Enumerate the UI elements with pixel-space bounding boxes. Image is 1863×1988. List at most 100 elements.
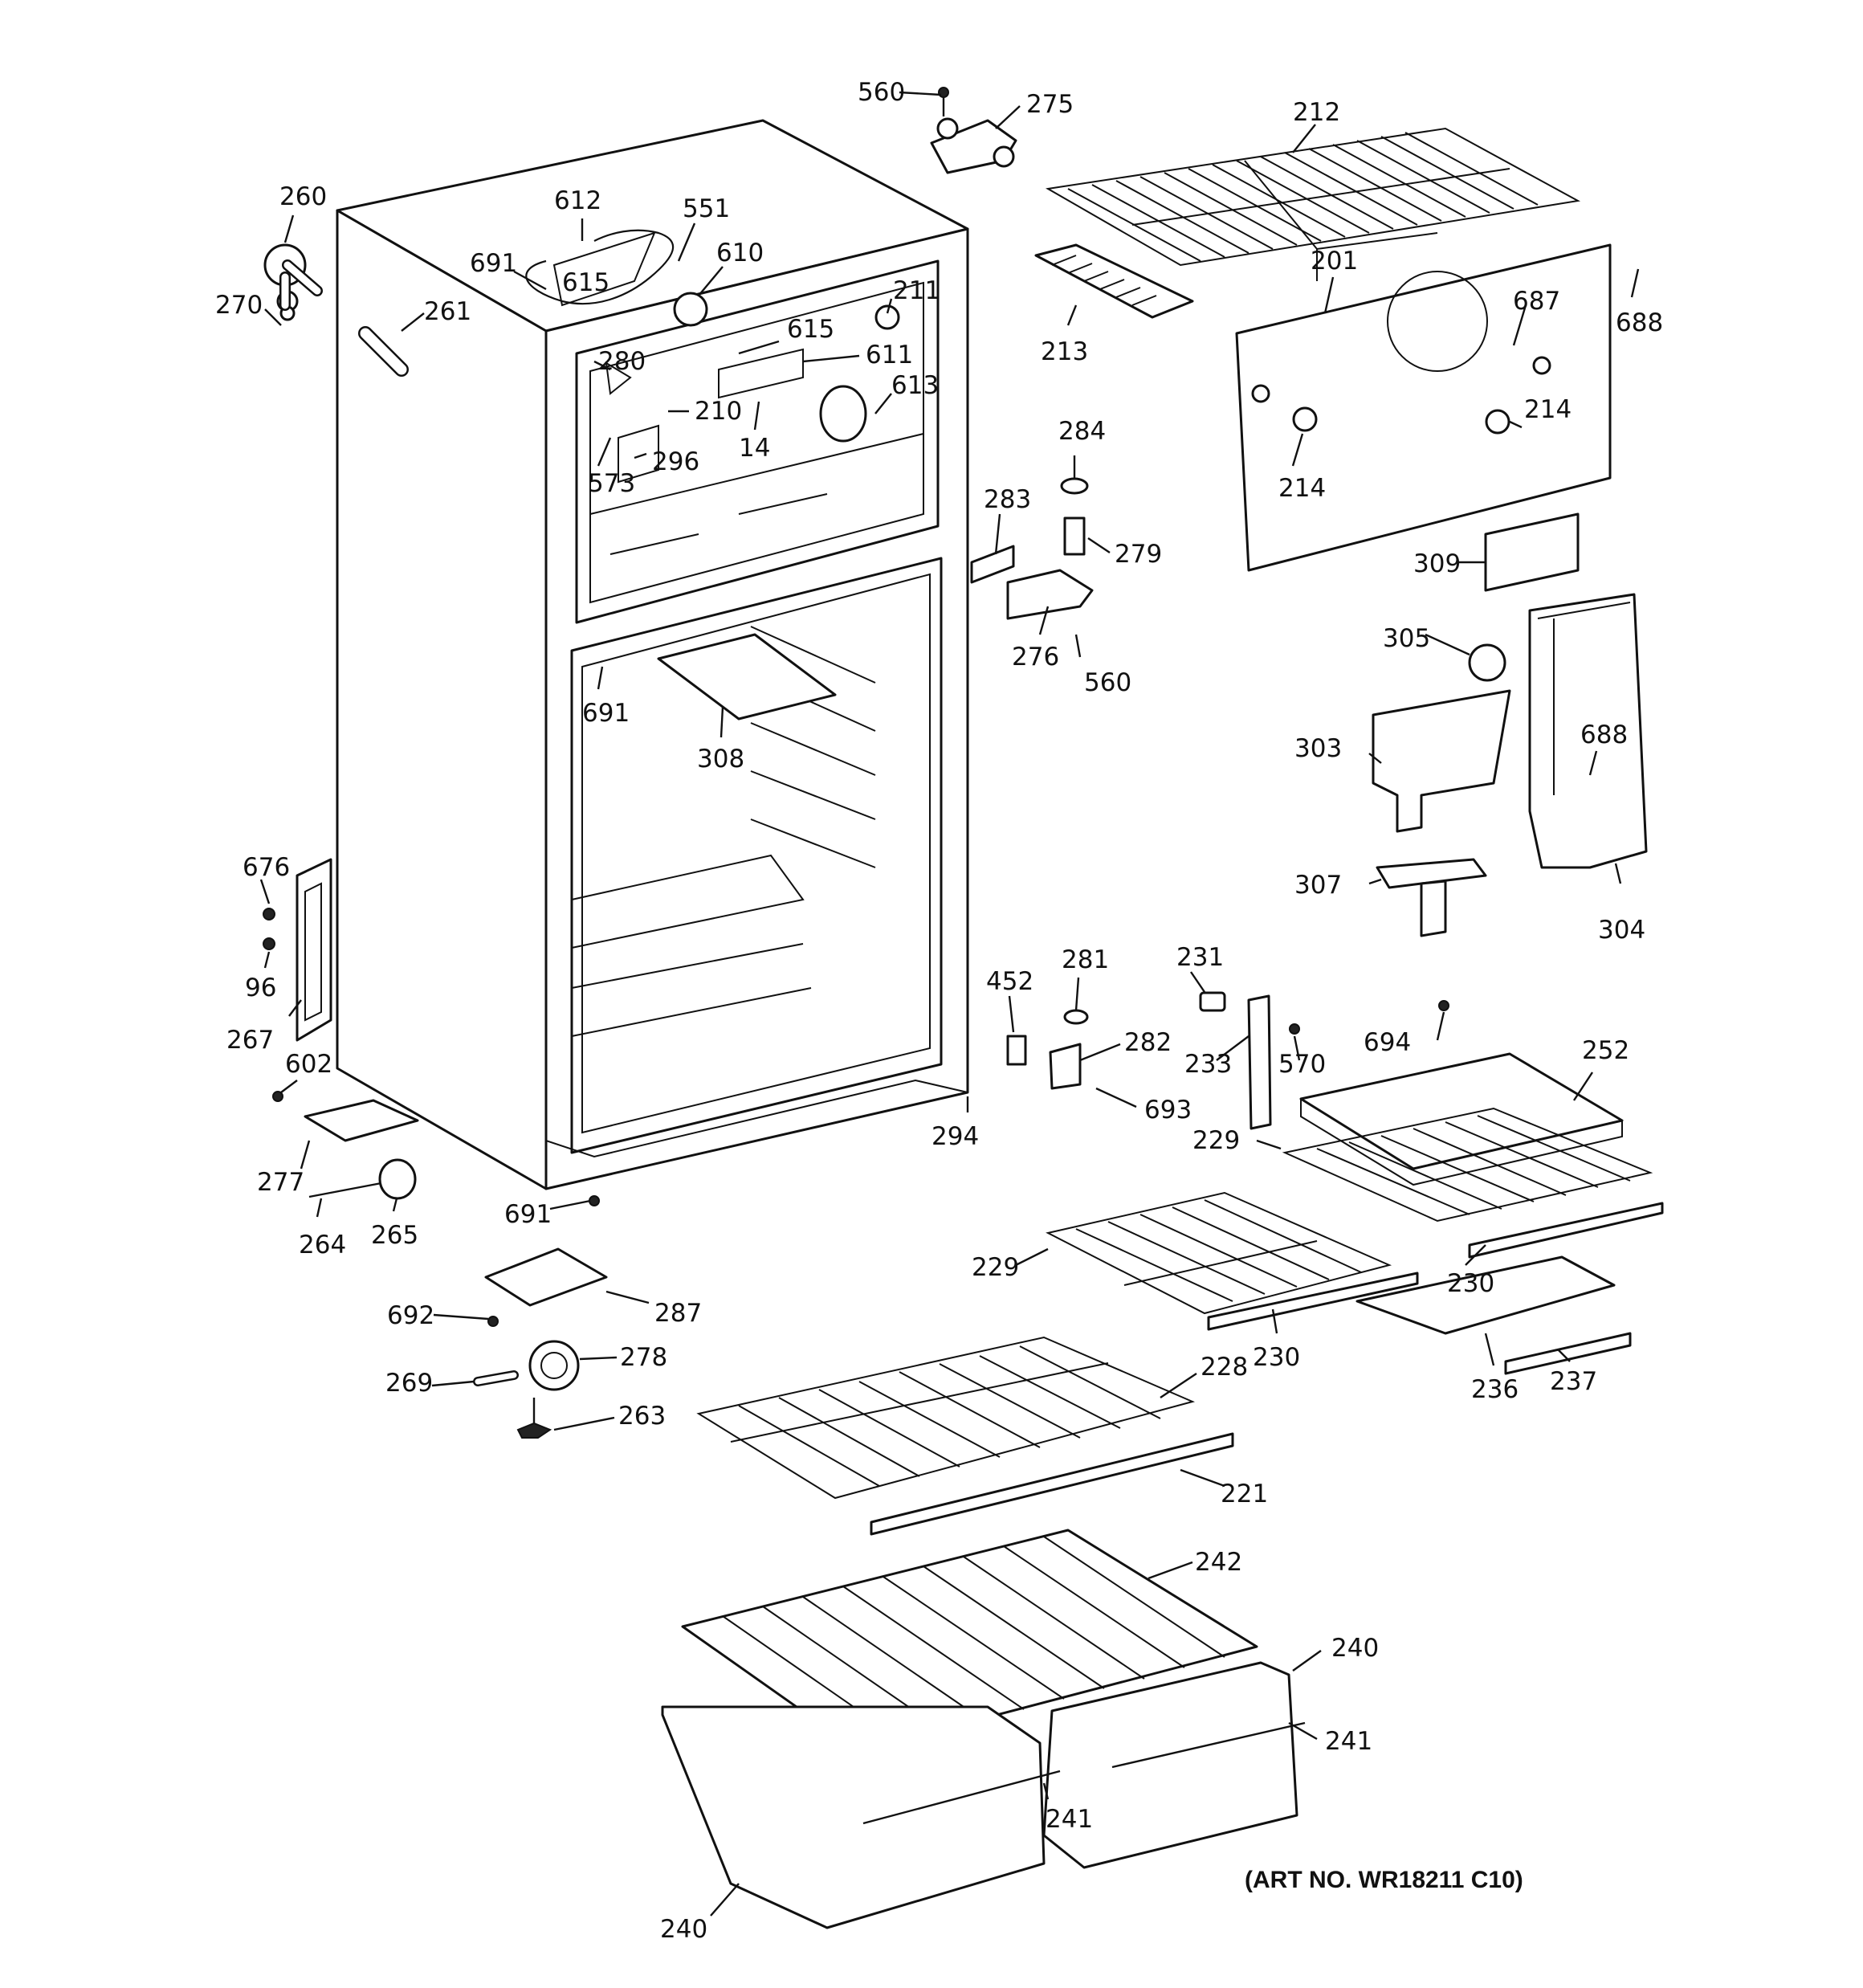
callout: 296	[652, 447, 699, 476]
callout: 241	[1046, 1805, 1093, 1834]
screw-691	[589, 1195, 600, 1206]
callout: 615	[562, 268, 609, 297]
wire-harness	[525, 229, 675, 305]
screw-602	[272, 1091, 283, 1102]
callout: 278	[620, 1343, 667, 1372]
air-duct-304	[1528, 593, 1648, 869]
bushing-281	[1063, 1009, 1089, 1025]
drawer-236	[1355, 1255, 1616, 1335]
callout: 261	[424, 297, 471, 326]
callout: 560	[858, 78, 905, 107]
callout: 236	[1471, 1375, 1519, 1404]
callout: 263	[618, 1402, 666, 1431]
label-309	[1484, 512, 1580, 592]
callout: 611	[866, 341, 913, 369]
callout: 237	[1550, 1367, 1597, 1396]
leader-lines	[259, 91, 1640, 1917]
shelf-229-lower	[1046, 1191, 1392, 1315]
callout: 214	[1524, 395, 1572, 424]
wheel-278	[528, 1340, 580, 1391]
callout: 692	[387, 1301, 434, 1330]
callout: 560	[1084, 668, 1131, 697]
callout: 687	[1513, 287, 1560, 316]
callout: 264	[299, 1231, 346, 1259]
callout-labels: 560 275 212 260 612 551 691 615 610 211 …	[215, 78, 1663, 1944]
refrigerator-cabinet	[336, 119, 969, 1190]
callout: 676	[243, 853, 290, 882]
callout: 280	[598, 347, 646, 376]
crisper-drawer-240-left	[661, 1705, 1061, 1929]
screw-676	[263, 908, 275, 921]
stop-452	[1006, 1035, 1027, 1066]
screw-692	[487, 1316, 499, 1327]
callout: 602	[285, 1050, 332, 1079]
callout: 279	[1115, 540, 1162, 569]
callout: 613	[891, 371, 939, 400]
callout: 230	[1253, 1343, 1300, 1372]
shelf-308	[657, 633, 837, 720]
callout: 270	[215, 291, 263, 320]
callout: 260	[279, 182, 327, 211]
callout: 308	[697, 745, 744, 774]
hinge-276	[1006, 569, 1094, 620]
callout: 240	[1331, 1634, 1379, 1663]
callout: 612	[554, 186, 601, 215]
callout: 267	[226, 1026, 274, 1055]
callout: 265	[371, 1221, 418, 1250]
ice-tray-213	[1034, 243, 1194, 319]
shelf-rail-233	[1247, 994, 1272, 1130]
callout: 688	[1580, 720, 1628, 749]
callout: 241	[1325, 1727, 1372, 1756]
leveling-leg-263	[516, 1422, 552, 1439]
rail-221	[870, 1432, 1234, 1536]
callout: 283	[984, 485, 1031, 514]
rail-237	[1504, 1332, 1632, 1375]
axle-264	[308, 1181, 386, 1198]
callout: 229	[972, 1253, 1019, 1282]
callout: 201	[1311, 247, 1358, 276]
callout: 304	[1598, 916, 1645, 945]
callout: 693	[1144, 1096, 1192, 1125]
screw-96	[263, 937, 275, 950]
screw-694	[1438, 1000, 1449, 1011]
callout: 210	[695, 397, 742, 426]
callout: 570	[1278, 1050, 1326, 1079]
callout: 309	[1413, 549, 1461, 578]
roller-265	[378, 1158, 417, 1200]
callout: 573	[588, 469, 635, 498]
callout: 691	[504, 1200, 552, 1229]
callout: 276	[1012, 643, 1059, 672]
callout: 551	[683, 194, 730, 223]
callout: 691	[470, 249, 517, 278]
callout: 212	[1293, 98, 1340, 127]
shelf-support-231	[1199, 991, 1226, 1012]
callout: 269	[385, 1369, 433, 1398]
callout: 284	[1058, 417, 1106, 446]
callout: 229	[1192, 1126, 1240, 1155]
knob-305	[1468, 643, 1506, 682]
grommet-284	[1060, 477, 1089, 495]
rail-230-lower	[1207, 1272, 1419, 1331]
callout: 213	[1041, 337, 1088, 366]
callout: 214	[1278, 474, 1326, 503]
control-housing-303	[1372, 689, 1511, 833]
callout: 252	[1582, 1036, 1629, 1065]
freezer-shelf-212	[1046, 127, 1581, 281]
rail-230-upper	[1468, 1202, 1664, 1259]
hinge-282	[1049, 1043, 1082, 1090]
callout: 307	[1294, 871, 1342, 900]
screw-570	[1289, 1023, 1300, 1035]
callout: 275	[1026, 90, 1074, 119]
damper-307	[1376, 858, 1487, 889]
bracket-277	[304, 1099, 419, 1142]
bracket-287	[484, 1247, 608, 1307]
callout: 452	[986, 967, 1033, 996]
art-number: (ART NO. WR18211 C10)	[1245, 1867, 1523, 1893]
callout: 694	[1364, 1028, 1411, 1057]
callout: 242	[1195, 1548, 1242, 1577]
top-hinge-275	[930, 87, 1017, 174]
callout: 281	[1062, 945, 1109, 974]
callout: 230	[1447, 1269, 1494, 1298]
callout: 287	[654, 1299, 702, 1328]
callout: 691	[582, 699, 630, 728]
